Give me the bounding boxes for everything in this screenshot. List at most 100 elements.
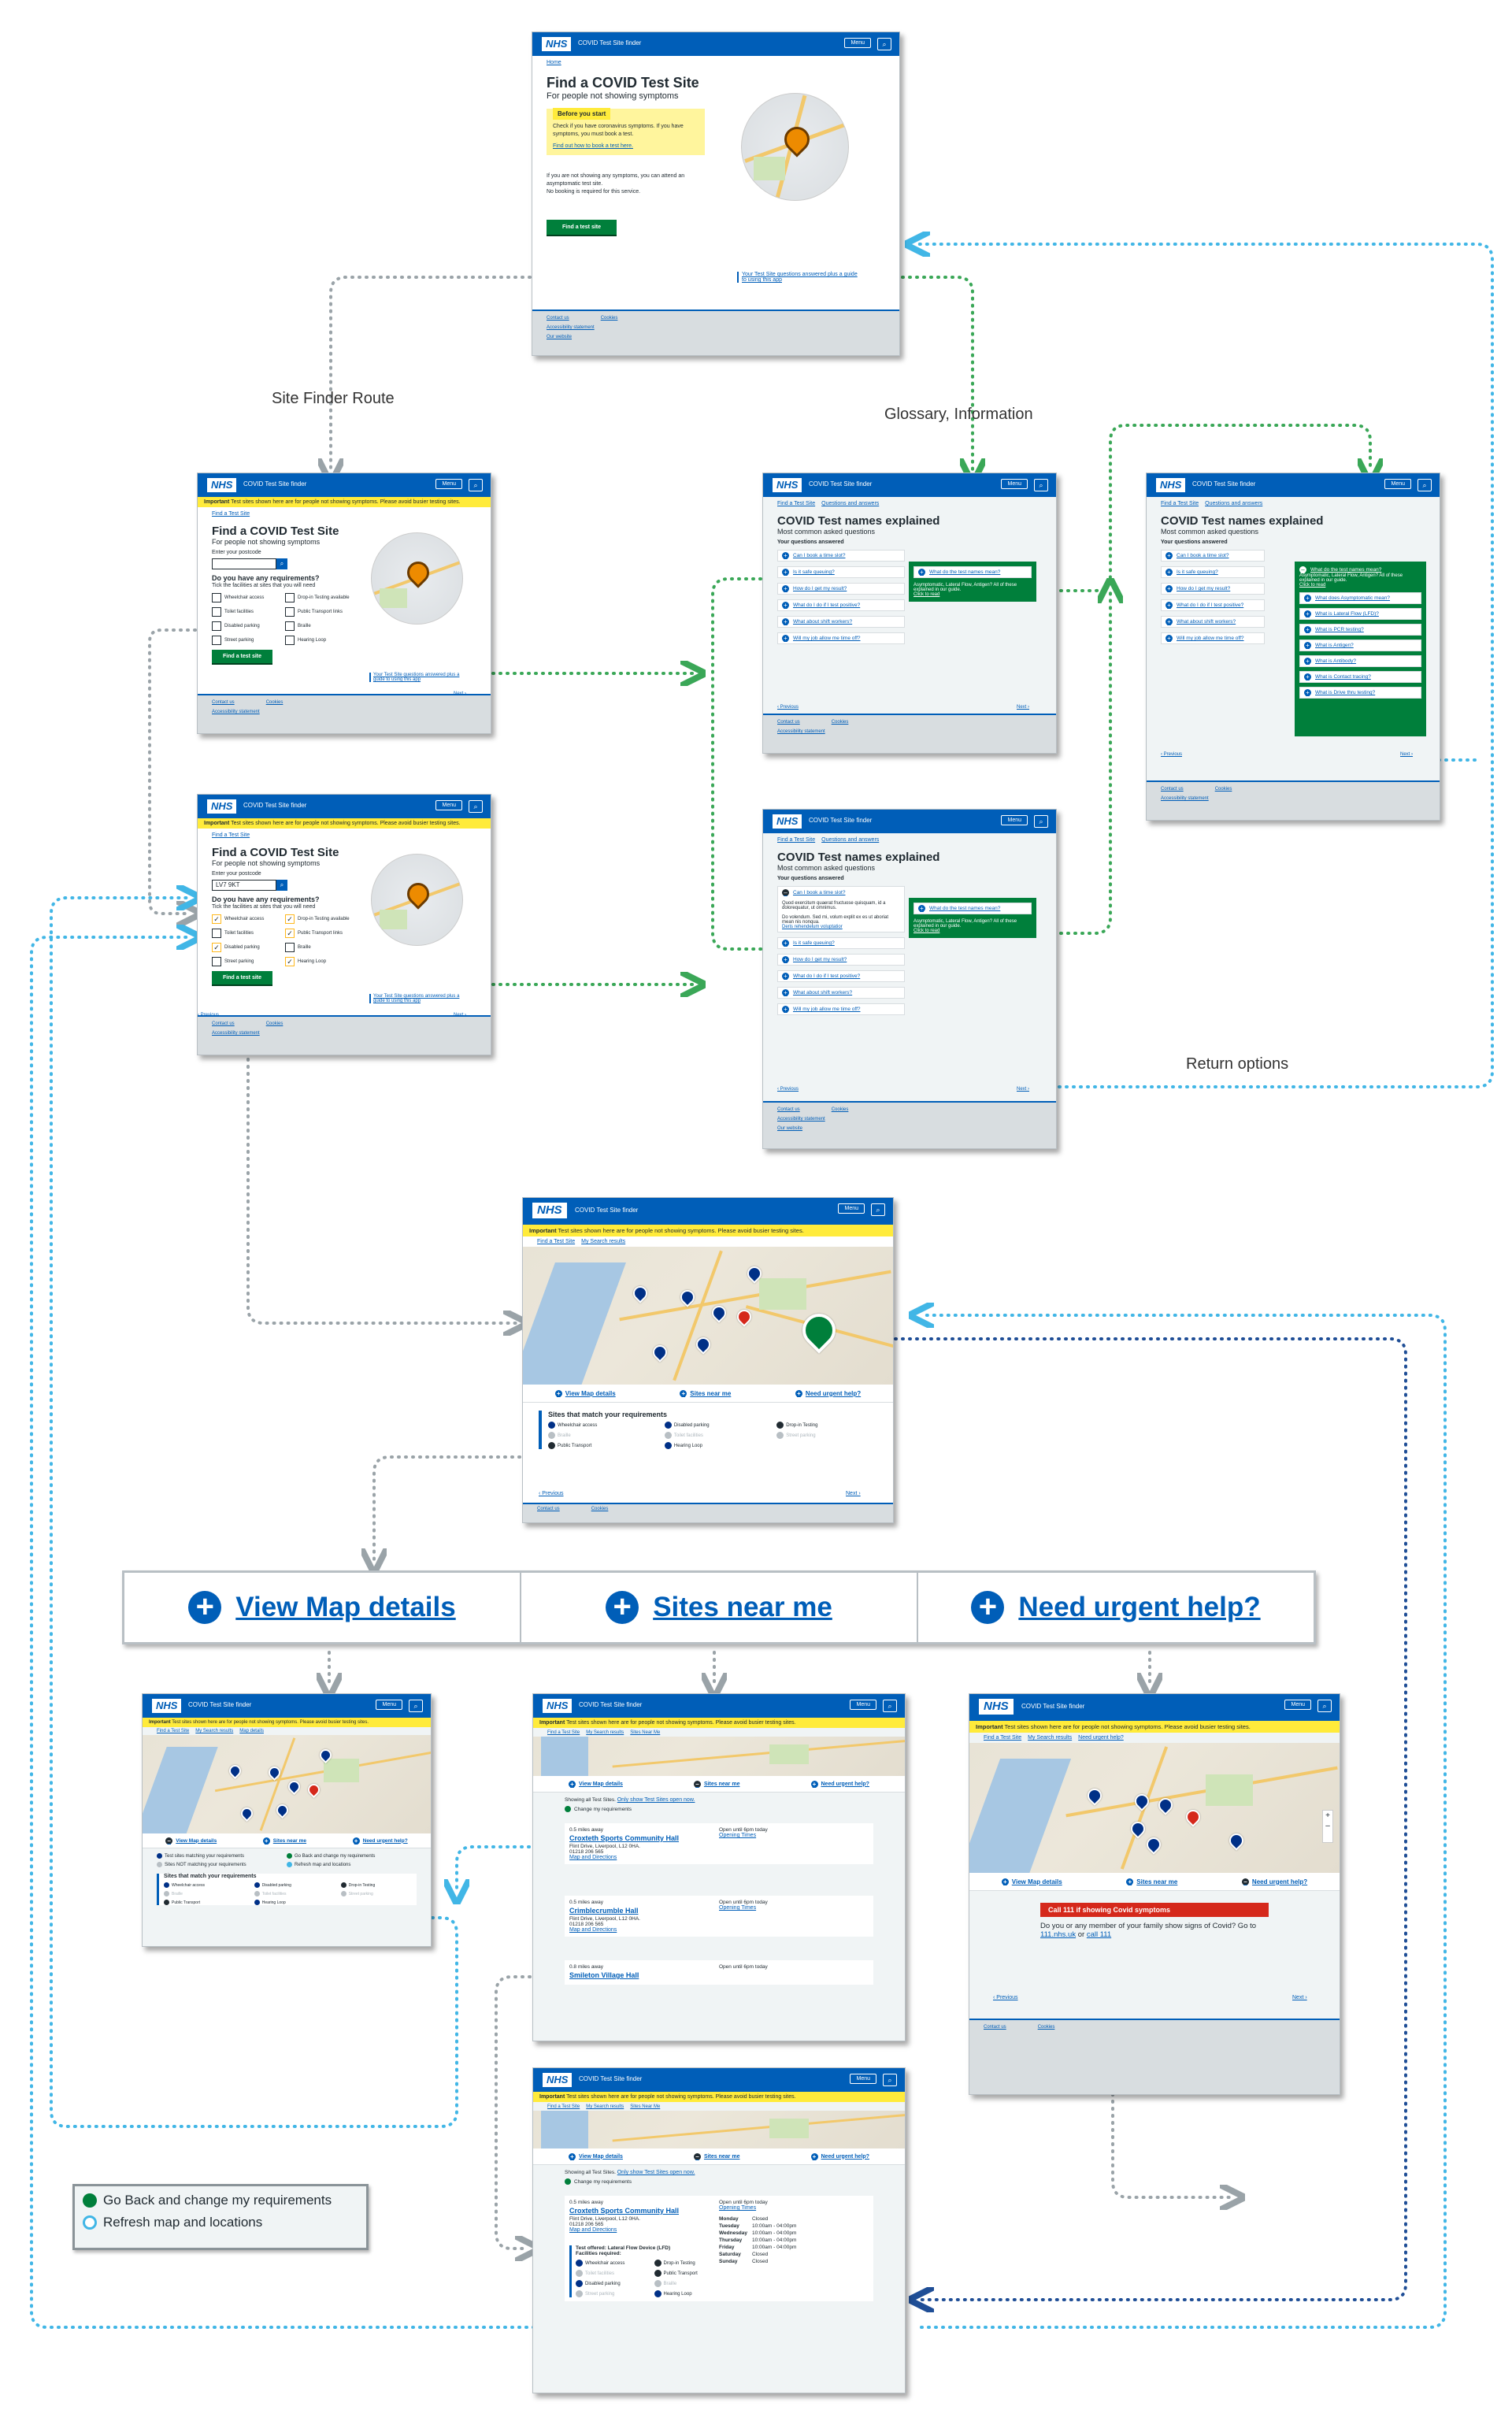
click-to-read-link[interactable]: Click to read (1299, 583, 1326, 588)
search-icon[interactable]: ⌕ (469, 800, 483, 813)
menu-button[interactable]: Menu (1001, 815, 1028, 825)
breadcrumb-results[interactable]: My Search results (1028, 1735, 1073, 1741)
footer-contact-link[interactable]: Contact us (212, 700, 235, 705)
find-test-site-button[interactable]: Find a test site (212, 971, 273, 986)
faq-link[interactable]: Your Test Site questions answered plus a… (369, 673, 468, 682)
nhs-logo[interactable]: NHS (773, 478, 802, 492)
breadcrumb-qa[interactable]: Questions and answers (821, 501, 880, 506)
view-map-details-button[interactable]: +View Map details (569, 2152, 623, 2160)
footer-accessibility-link[interactable]: Accessibility statement (212, 1031, 260, 1036)
zoom-controls[interactable]: +– (1322, 1810, 1333, 1843)
sites-near-me-button[interactable]: +Sites near me (680, 1389, 731, 1397)
menu-button[interactable]: Menu (1284, 1700, 1311, 1710)
check-hearing-loop[interactable]: ✓Hearing Loop (285, 957, 354, 966)
click-to-read-link[interactable]: Click to read (914, 592, 940, 597)
question-shift[interactable]: +What about shift workers? (777, 616, 905, 628)
click-to-read-link[interactable]: Click to read (914, 929, 940, 933)
footer-cookies-link[interactable]: Cookies (831, 1107, 849, 1112)
postcode-search-icon[interactable]: ⌕ (276, 880, 287, 891)
breadcrumb-near-me[interactable]: Sites Near Me (630, 1730, 661, 1735)
breadcrumb-map-details[interactable]: Map details (239, 1729, 264, 1733)
glossary-drive-thru[interactable]: +What is Drive thru testing? (1299, 687, 1421, 699)
search-icon[interactable]: ⌕ (1317, 1700, 1332, 1712)
footer-website-link[interactable]: Our website (777, 1126, 803, 1131)
footer-contact-link[interactable]: Contact us (547, 316, 569, 321)
menu-button[interactable]: Menu (850, 1700, 876, 1710)
key-go-back[interactable]: Go Back and change my requirements (287, 1853, 417, 1859)
site-pin-icon[interactable] (273, 1801, 291, 1819)
question-shift[interactable]: +What about shift workers? (777, 987, 905, 999)
test-names-panel[interactable]: +What do the test names mean? Asymptomat… (909, 898, 1036, 938)
find-test-site-button[interactable]: Find a test site (212, 650, 273, 665)
near-me-map-strip[interactable] (533, 1737, 905, 1776)
need-urgent-help-label[interactable]: Need urgent help? (1018, 1592, 1261, 1622)
breadcrumb-find[interactable]: Find a Test Site (547, 2104, 580, 2109)
footer-contact-link[interactable]: Contact us (537, 1507, 560, 1511)
previous-link[interactable]: ‹ Previous (777, 1087, 799, 1092)
sites-near-me-button[interactable]: –Sites near me (693, 1780, 739, 1788)
postcode-search-icon[interactable]: ⌕ (276, 558, 287, 569)
footer-contact-link[interactable]: Contact us (1161, 787, 1184, 792)
view-map-details-button[interactable]: +View Map details (554, 1389, 616, 1397)
next-link[interactable]: Next › (1292, 1995, 1307, 2000)
search-icon[interactable]: ⌕ (883, 2074, 897, 2086)
glossary-pcr[interactable]: +What is PCR testing? (1299, 624, 1421, 636)
nhs-logo[interactable]: NHS (773, 814, 802, 829)
check-dropin[interactable]: ✓Drop-in Testing available (285, 914, 354, 924)
site-pin-icon[interactable] (709, 1303, 729, 1323)
search-icon[interactable]: ⌕ (877, 38, 891, 50)
question-queuing[interactable]: +Is it safe queuing? (1161, 566, 1265, 578)
site-pin-icon[interactable] (1143, 1834, 1164, 1855)
faq-link[interactable]: Your Test Site questions answered plus a… (369, 994, 468, 1003)
previous-link[interactable]: ‹ Previous (993, 1995, 1018, 2000)
footer-cookies-link[interactable]: Cookies (1037, 2025, 1055, 2030)
question-timeslot[interactable]: +Can I book a time slot? (1161, 550, 1265, 562)
menu-button[interactable]: Menu (1384, 479, 1411, 489)
question-result[interactable]: +How do I get my result? (777, 954, 905, 966)
breadcrumb-find[interactable]: Find a Test Site (1161, 501, 1199, 506)
change-requirements-link[interactable]: Change my requirements (565, 2178, 873, 2185)
view-map-details-button[interactable]: –View Map details (165, 1837, 217, 1844)
footer-cookies-link[interactable]: Cookies (600, 316, 618, 321)
previous-link[interactable]: ‹ Previous (1161, 752, 1183, 757)
breadcrumb-results[interactable]: My Search results (586, 1730, 624, 1735)
check-street-parking[interactable]: Street parking (212, 636, 280, 645)
breadcrumb-find[interactable]: Find a Test Site (777, 501, 816, 506)
test-names-question-open[interactable]: –What do the test names mean? (1299, 566, 1421, 573)
footer-accessibility-link[interactable]: Accessibility statement (777, 729, 825, 734)
call-111-link[interactable]: call 111 (1086, 1930, 1112, 1939)
footer-cookies-link[interactable]: Cookies (591, 1507, 609, 1511)
postcode-input[interactable]: LV7 9KT (212, 880, 276, 891)
check-wheelchair[interactable]: Wheelchair access (212, 593, 280, 602)
nhs-logo[interactable]: NHS (543, 1699, 573, 1713)
faq-link[interactable]: Your Test Site questions answered plus a… (737, 272, 860, 283)
nhs-111-link[interactable]: 111.nhs.uk (1040, 1930, 1077, 1939)
site-pin-icon[interactable] (226, 1762, 244, 1780)
check-toilet[interactable]: Toilet facilities (212, 607, 280, 617)
only-open-link[interactable]: Only show Test Sites open now. (617, 1797, 695, 1803)
change-requirements-link[interactable]: Change my requirements (565, 1806, 873, 1812)
view-map-details-button[interactable]: +View Map details (569, 1780, 623, 1788)
search-icon[interactable]: ⌕ (871, 1203, 885, 1216)
need-urgent-help-button[interactable]: +Need urgent help? (810, 1780, 869, 1788)
need-urgent-help-button[interactable]: +Need urgent help? (795, 1389, 861, 1397)
sites-near-me-button[interactable]: +Sites near me (1126, 1878, 1177, 1885)
question-timeslot-open[interactable]: –Can I book a time slot? (782, 889, 900, 896)
breadcrumb-find[interactable]: Find a Test Site (537, 1239, 576, 1244)
site-pin-icon[interactable] (238, 1804, 256, 1822)
nhs-logo[interactable]: NHS (207, 799, 237, 814)
breadcrumb-results[interactable]: My Search results (195, 1729, 234, 1733)
check-street-parking[interactable]: Street parking (212, 957, 280, 966)
breadcrumb-find[interactable]: Find a Test Site (212, 832, 250, 838)
footer-accessibility-link[interactable]: Accessibility statement (777, 1117, 825, 1122)
site-pin-icon[interactable] (693, 1334, 713, 1355)
question-timeslot[interactable]: +Can I book a time slot? (777, 550, 905, 562)
only-open-link[interactable]: Only show Test Sites open now. (617, 2170, 695, 2175)
nhs-logo[interactable]: NHS (1156, 478, 1186, 492)
footer-contact-link[interactable]: Contact us (984, 2025, 1006, 2030)
nhs-logo[interactable]: NHS (542, 37, 572, 51)
question-time-off[interactable]: +Will my job allow me time off? (1161, 632, 1265, 644)
